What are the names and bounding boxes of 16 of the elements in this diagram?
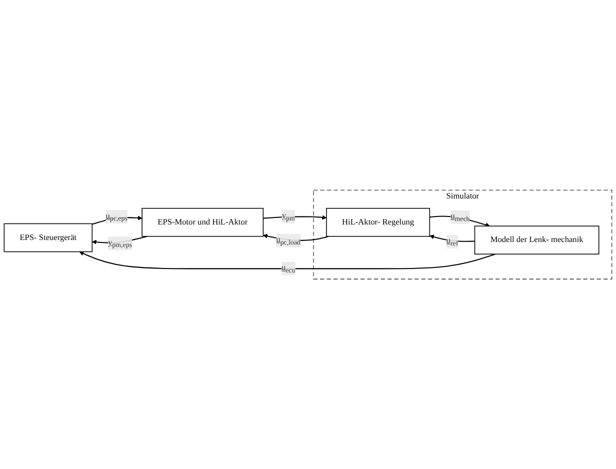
edge-label: u$_{ecu}$: [281, 263, 296, 274]
edge-label: u$_{pc,load}$: [276, 235, 300, 246]
edge-label: u$_{mech}$: [450, 212, 470, 222]
arrow: [430, 216, 490, 227]
arrow: [92, 236, 148, 244]
node-box: HiL-Aktor- Regelung: [326, 208, 430, 237]
node-box: EPS- Steuergerät: [4, 223, 93, 252]
edge-label: y$_{pm,eps}$: [108, 238, 132, 248]
edge-label: y$_{pm}$: [282, 211, 295, 222]
edge-label: u$_{ref}$: [446, 236, 458, 247]
node-box: EPS-Motor und HiL-Aktor: [142, 208, 264, 237]
arrow: [263, 215, 327, 220]
arrow: [429, 234, 475, 242]
edge-label: u$_{pc,eps}$: [106, 211, 128, 222]
node-box: Modell der Lenk- mechanik: [474, 226, 600, 254]
arrow: [79, 251, 496, 270]
